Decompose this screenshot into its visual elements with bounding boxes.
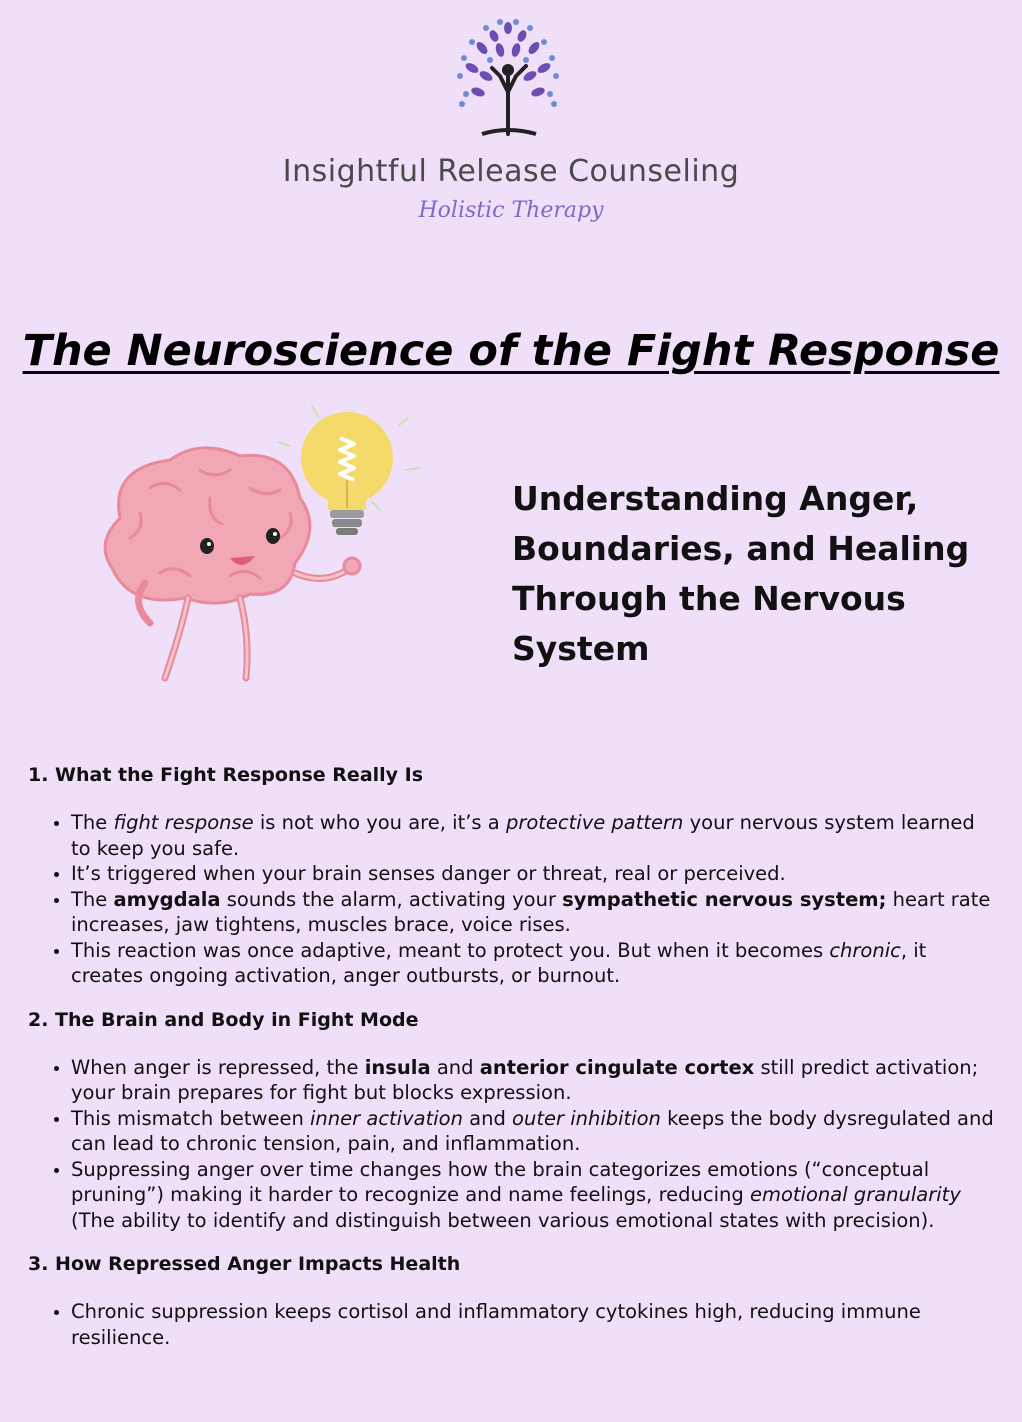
- list-item: The amygdala sounds the alarm, activatin…: [71, 887, 998, 938]
- org-tagline: Holistic Therapy: [418, 198, 604, 223]
- tree-person-icon: [457, 19, 559, 136]
- subtitle: Understanding Anger, Boundaries, and Hea…: [512, 479, 970, 668]
- list-item: This mismatch between inner activation a…: [71, 1106, 998, 1157]
- org-name: Insightful Release Counseling: [282, 154, 740, 189]
- bullet-list: When anger is repressed, the insula and …: [28, 1055, 998, 1234]
- section-heading: 2. The Brain and Body in Fight Mode: [28, 1008, 419, 1031]
- bullet-list: The fight response is not who you are, i…: [28, 810, 998, 989]
- section-heading: 1. What the Fight Response Really Is: [28, 764, 424, 786]
- section-heading: 3. How Repressed Anger Impacts Health: [28, 1253, 461, 1275]
- page-title: The Neuroscience of the Fight Response: [22, 326, 1000, 376]
- list-item: When anger is repressed, the insula and …: [71, 1055, 998, 1106]
- content-body: 1. What the Fight Response Really Is The…: [28, 764, 998, 1370]
- list-item: Suppressing anger over time changes how …: [71, 1157, 998, 1234]
- list-item: Chronic suppression keeps cortisol and i…: [71, 1299, 998, 1350]
- logo-header: Insightful Release Counseling Holistic T…: [0, 0, 1022, 250]
- brain-lightbulb-icon: [90, 398, 430, 692]
- list-item: It’s triggered when your brain senses da…: [71, 861, 998, 887]
- bullet-list: Chronic suppression keeps cortisol and i…: [28, 1299, 998, 1350]
- list-item: This reaction was once adaptive, meant t…: [71, 938, 998, 989]
- list-item: The fight response is not who you are, i…: [71, 810, 998, 861]
